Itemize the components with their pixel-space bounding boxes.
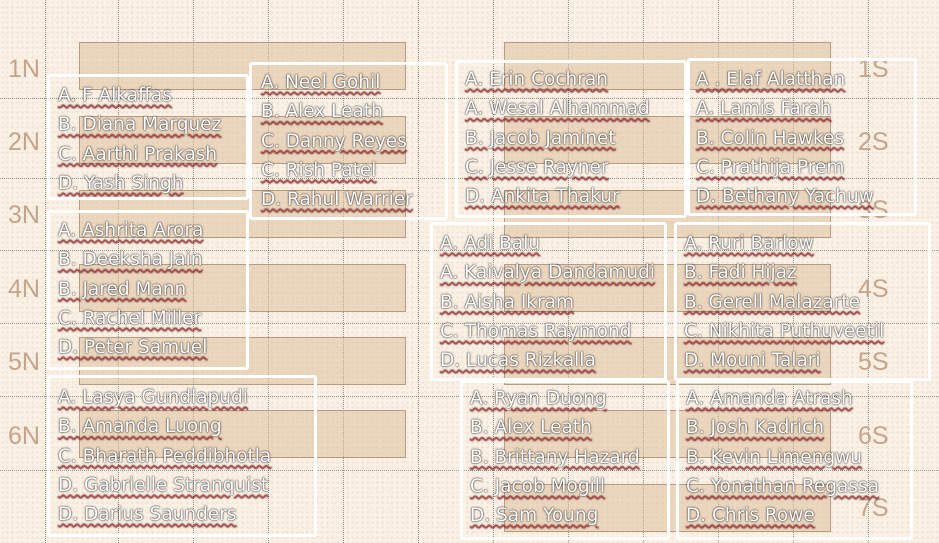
list-item: B. Fadi Hijaz <box>684 262 797 284</box>
list-item: C. Jesse Rayner <box>465 156 609 178</box>
list-item: D. Gabrielle Stranquist <box>58 474 269 496</box>
row-label-1n: 1N <box>8 55 40 83</box>
list-item: C. Prathija Prem <box>696 156 845 178</box>
grid-line <box>0 396 939 397</box>
list-item: D. Yash Singh <box>58 172 184 194</box>
list-item: D. Darius Saunders <box>58 504 237 526</box>
grid-line <box>493 0 494 543</box>
name-list: A. Amanda Atrash B. Josh Kadrich B. Kevi… <box>686 384 879 530</box>
list-item: A. Lamis Farah <box>696 98 832 120</box>
list-item: A. Adi Balu <box>440 233 541 254</box>
group-box[interactable] <box>674 222 931 381</box>
list-item: A. Amanda Atrash <box>686 388 853 409</box>
table-tile <box>79 116 406 164</box>
list-item: C. Rachel Miller <box>58 307 202 329</box>
row-label-6n: 6N <box>8 422 40 450</box>
list-item: D. Mouni Talari <box>684 350 821 372</box>
list-item: B. Josh Kadrich <box>686 417 825 439</box>
list-item: A. Ryan Duong <box>470 388 607 409</box>
list-item: B. Brittany Hazard <box>470 446 640 468</box>
list-item: B. Colin Hawkes <box>696 127 845 149</box>
list-item: A. F Alkaffas <box>58 85 172 106</box>
row-label-7s: 7S <box>858 494 889 522</box>
name-list: A. Ruri Barlow B. Fadi Hijaz B. Gerell M… <box>684 229 884 375</box>
grid-line <box>0 98 939 99</box>
row-label-2n: 2N <box>8 128 40 156</box>
list-item: B. Jared Mann <box>58 278 187 300</box>
row-label-3n: 3N <box>8 201 40 229</box>
list-item: B. Amanda Luong <box>58 416 222 438</box>
group-box[interactable] <box>455 60 687 218</box>
list-item: B. Alex Leath <box>470 417 592 439</box>
group-box[interactable] <box>460 380 670 540</box>
list-item: C. Danny Reyes <box>261 130 407 152</box>
row-label-5n: 5N <box>8 348 40 376</box>
name-list: A. Adi Balu A. Kaivalya Dandamudi B. Ais… <box>440 229 655 375</box>
list-item: D. Chris Rowe <box>686 505 815 527</box>
list-item: C. Thomas Raymond <box>440 320 632 342</box>
list-item: A. Kaivalya Dandamudi <box>440 262 655 284</box>
list-item: A. Erin Cochran <box>465 69 608 90</box>
table-tile <box>504 337 831 385</box>
list-item: B. Kevin Limengwu <box>686 446 862 468</box>
list-item: D. Peter Samuel <box>58 337 208 359</box>
group-box[interactable] <box>676 380 913 540</box>
table-tile <box>79 42 406 90</box>
row-label-3s: 3S <box>858 196 889 224</box>
list-item: C. Bharath Peddibhotla <box>58 445 272 467</box>
name-list: A. Ryan Duong B. Alex Leath B. Brittany … <box>470 384 640 530</box>
row-label-6s: 6S <box>858 422 889 450</box>
grid-line <box>0 250 939 251</box>
grid-line <box>45 0 46 543</box>
table-tile <box>504 42 831 90</box>
group-box[interactable] <box>430 222 667 381</box>
group-box[interactable] <box>47 210 249 370</box>
name-list: A. Lasya Gundlapudi B. Amanda Luong C. B… <box>58 383 271 529</box>
list-item: B. Jacob Jaminet <box>465 127 616 149</box>
list-item: A. Ruri Barlow <box>684 233 814 254</box>
table-tile <box>79 410 406 458</box>
list-item: A. Neel Gohil <box>261 72 381 93</box>
list-item: C. Yonathan Regassa <box>686 475 879 497</box>
grid-line <box>0 323 939 324</box>
row-label-4s: 4S <box>858 275 889 303</box>
name-list: A . Elaf Alatthan A. Lamis Farah B. Coli… <box>696 65 874 211</box>
list-item: C. Aarthi Prakash <box>58 143 218 165</box>
list-item: C. Jacob Mogill <box>470 475 606 497</box>
list-item: D. Bethany Yachuw <box>696 186 874 208</box>
list-item: B. Alex Leath <box>261 101 383 123</box>
name-list: A. Ashrita Arora B. Deeksha Jain B. Jare… <box>58 216 207 362</box>
group-box[interactable] <box>687 58 917 216</box>
name-list: A. F Alkaffas B. Diana Marquez C. Aarthi… <box>58 81 221 198</box>
list-item: C. Rish Patel <box>261 159 377 181</box>
grid-line <box>418 0 419 543</box>
list-item: B. Deeksha Jain <box>58 249 203 271</box>
list-item: A. Wesal Alhammad <box>465 98 650 120</box>
name-list: A. Erin Cochran A. Wesal Alhammad B. Jac… <box>465 65 650 211</box>
name-list: A. Neel Gohil B. Alex Leath C. Danny Rey… <box>261 68 413 214</box>
group-box[interactable] <box>47 375 317 537</box>
grid-line <box>0 470 939 471</box>
list-item: A. Lasya Gundlapudi <box>58 387 248 408</box>
list-item: A . Elaf Alatthan <box>696 69 846 90</box>
table-tile <box>504 264 831 312</box>
list-item: A. Ashrita Arora <box>58 220 204 241</box>
table-tile <box>504 116 831 164</box>
table-tile <box>79 264 406 312</box>
list-item: D. Ankita Thakur <box>465 186 620 208</box>
group-box[interactable] <box>249 62 448 220</box>
row-label-2s: 2S <box>858 128 889 156</box>
list-item: C. Nikhita Puthuveetil <box>684 320 885 342</box>
list-item: B. Gerell Malazarte <box>684 291 860 313</box>
list-item: D. Rahul Warrier <box>261 189 413 211</box>
grid-line <box>0 178 939 179</box>
grid-line <box>868 0 869 543</box>
row-label-4n: 4N <box>8 275 40 303</box>
group-box[interactable] <box>47 74 249 200</box>
list-item: D. Lucas Rizkalla <box>440 350 596 372</box>
list-item: D. Sam Young <box>470 505 599 527</box>
row-label-5s: 5S <box>858 348 889 376</box>
list-item: B. Aisha Ikram <box>440 291 574 313</box>
list-item: B. Diana Marquez <box>58 114 222 136</box>
